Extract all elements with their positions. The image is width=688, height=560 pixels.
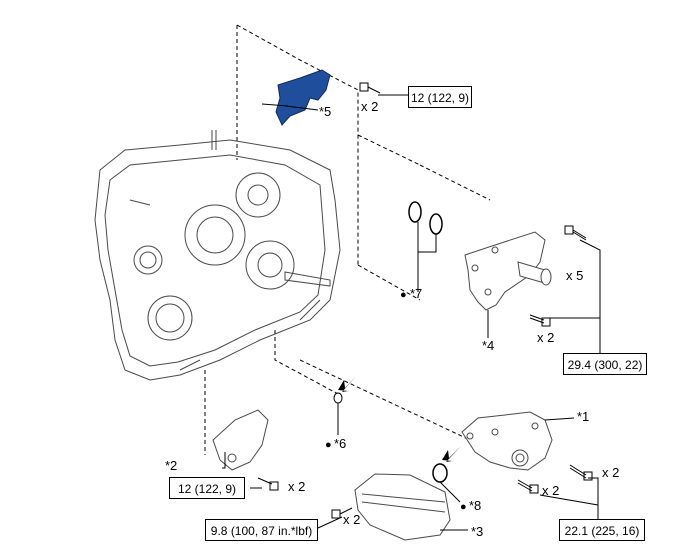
arrow-icon: [338, 376, 356, 392]
callout-dot: ●: [460, 501, 467, 513]
leader-lines: [222, 94, 601, 531]
quantity-label: x 2: [602, 465, 620, 480]
quantity-label: x 5: [566, 268, 584, 283]
bolt-set-3: [331, 507, 353, 519]
o-rings-7: [408, 201, 443, 235]
bolt-set-1: [517, 464, 593, 494]
transaxle-housing: [94, 130, 341, 381]
callout-dot: ●: [325, 439, 332, 451]
o-ring-8: [432, 463, 448, 483]
callout-label: *8: [469, 498, 482, 513]
callout-label: *6: [334, 436, 347, 451]
bolt-set-5: [359, 82, 381, 94]
torque-spec-box: 9.8 (100, 87 in.*lbf): [205, 519, 318, 541]
callout-label: *2: [165, 458, 178, 473]
quantity-label: x 2: [288, 479, 306, 494]
callout-label: *1: [577, 409, 590, 424]
quantity-label: x 2: [343, 512, 361, 527]
callout-label: *4: [482, 338, 495, 353]
quantity-label: x 2: [542, 483, 560, 498]
callout-label: *7: [410, 286, 423, 301]
arrow-icon: [442, 446, 461, 462]
gasket-6: [333, 392, 343, 404]
part-2: [212, 409, 269, 471]
part-3: [354, 473, 451, 541]
torque-spec-box: 12 (122, 9): [408, 86, 472, 108]
bolt-set-4: [529, 225, 587, 327]
highlighted-part-5: [261, 69, 331, 126]
torque-spec-box: 22.1 (225, 16): [559, 519, 645, 541]
torque-spec-box: 12 (122, 9): [169, 477, 245, 499]
callout-dot: ●: [400, 289, 407, 301]
dashed-alignment-lines: [204, 24, 491, 455]
part-4: [464, 231, 552, 311]
callout-label: *3: [471, 524, 484, 539]
quantity-label: x 2: [537, 330, 555, 345]
part-1: [461, 411, 553, 471]
bolt-set-2: [257, 477, 279, 491]
torque-spec-box: 29.4 (300, 22): [563, 353, 647, 375]
quantity-label: x 2: [361, 99, 379, 114]
callout-label: *5: [319, 104, 332, 119]
